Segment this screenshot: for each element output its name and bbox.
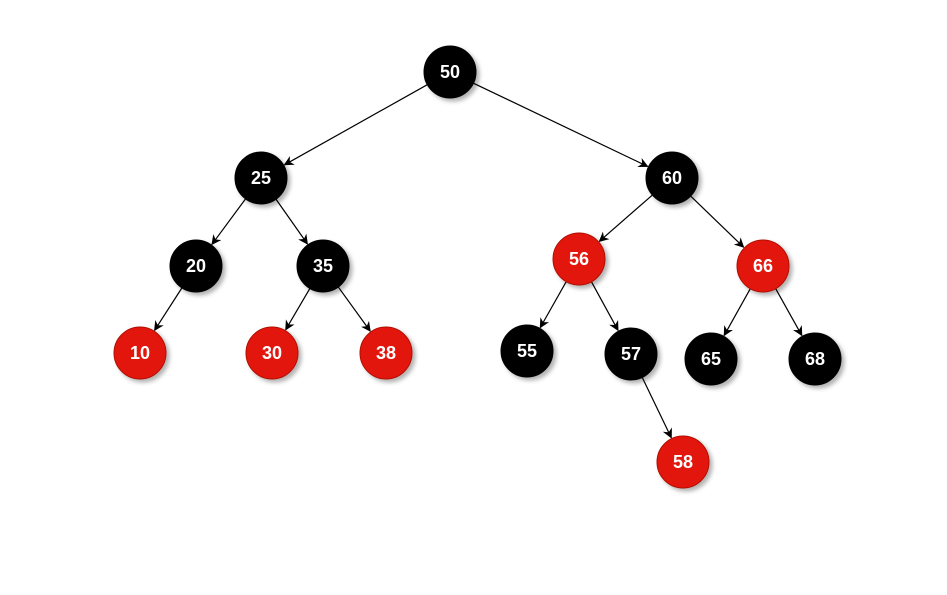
node-label: 58 <box>673 452 693 472</box>
tree-node-38: 38 <box>359 326 413 380</box>
tree-node-35: 35 <box>296 239 350 293</box>
edge-57-to-58 <box>641 376 672 439</box>
node-label: 35 <box>313 256 333 276</box>
black-node-circle <box>296 239 350 293</box>
edge-60-to-66 <box>689 194 745 248</box>
node-label: 10 <box>130 343 150 363</box>
tree-node-65: 65 <box>684 332 738 386</box>
tree-node-56: 56 <box>552 232 606 286</box>
red-node-circle <box>113 326 167 380</box>
tree-node-57: 57 <box>604 327 658 381</box>
black-node-circle <box>500 324 554 378</box>
node-label: 57 <box>621 344 641 364</box>
edge-56-to-57 <box>590 280 619 332</box>
edges-layer <box>154 82 803 439</box>
edge-50-to-25 <box>283 83 429 166</box>
red-node-circle <box>736 239 790 293</box>
red-node-circle <box>656 435 710 489</box>
edge-35-to-38 <box>337 285 371 332</box>
node-label: 56 <box>569 249 589 269</box>
black-node-circle <box>788 332 842 386</box>
edge-60-to-56 <box>598 193 654 242</box>
black-node-circle <box>423 45 477 99</box>
edge-50-to-60 <box>472 82 649 168</box>
node-label: 66 <box>753 256 773 276</box>
node-label: 30 <box>262 343 282 363</box>
edge-66-to-65 <box>723 287 752 337</box>
black-node-circle <box>604 327 658 381</box>
node-label: 65 <box>701 349 721 369</box>
red-node-circle <box>245 326 299 380</box>
node-label: 68 <box>805 349 825 369</box>
tree-node-66: 66 <box>736 239 790 293</box>
red-node-circle <box>552 232 606 286</box>
edge-35-to-30 <box>285 287 311 331</box>
edge-66-to-68 <box>774 287 803 337</box>
tree-node-20: 20 <box>169 239 223 293</box>
edge-25-to-35 <box>274 198 308 245</box>
tree-node-55: 55 <box>500 324 554 378</box>
tree-node-50: 50 <box>423 45 477 99</box>
edge-20-to-10 <box>154 286 184 332</box>
nodes-layer: 50 25 60 20 35 56 66 10 30 38 55 57 65 68 58 <box>113 45 842 489</box>
node-label: 55 <box>517 341 537 361</box>
tree-node-58: 58 <box>656 435 710 489</box>
node-label: 25 <box>251 168 271 188</box>
red-node-circle <box>359 326 413 380</box>
node-label: 60 <box>662 168 682 188</box>
tree-node-10: 10 <box>113 326 167 380</box>
tree-node-30: 30 <box>245 326 299 380</box>
edge-56-to-55 <box>539 280 568 329</box>
node-label: 20 <box>186 256 206 276</box>
tree-node-25: 25 <box>234 151 288 205</box>
black-node-circle <box>645 151 699 205</box>
tree-node-60: 60 <box>645 151 699 205</box>
node-label: 38 <box>376 343 396 363</box>
black-node-circle <box>684 332 738 386</box>
black-node-circle <box>169 239 223 293</box>
node-label: 50 <box>440 62 460 82</box>
tree-node-68: 68 <box>788 332 842 386</box>
black-node-circle <box>234 151 288 205</box>
edge-25-to-20 <box>211 197 247 246</box>
